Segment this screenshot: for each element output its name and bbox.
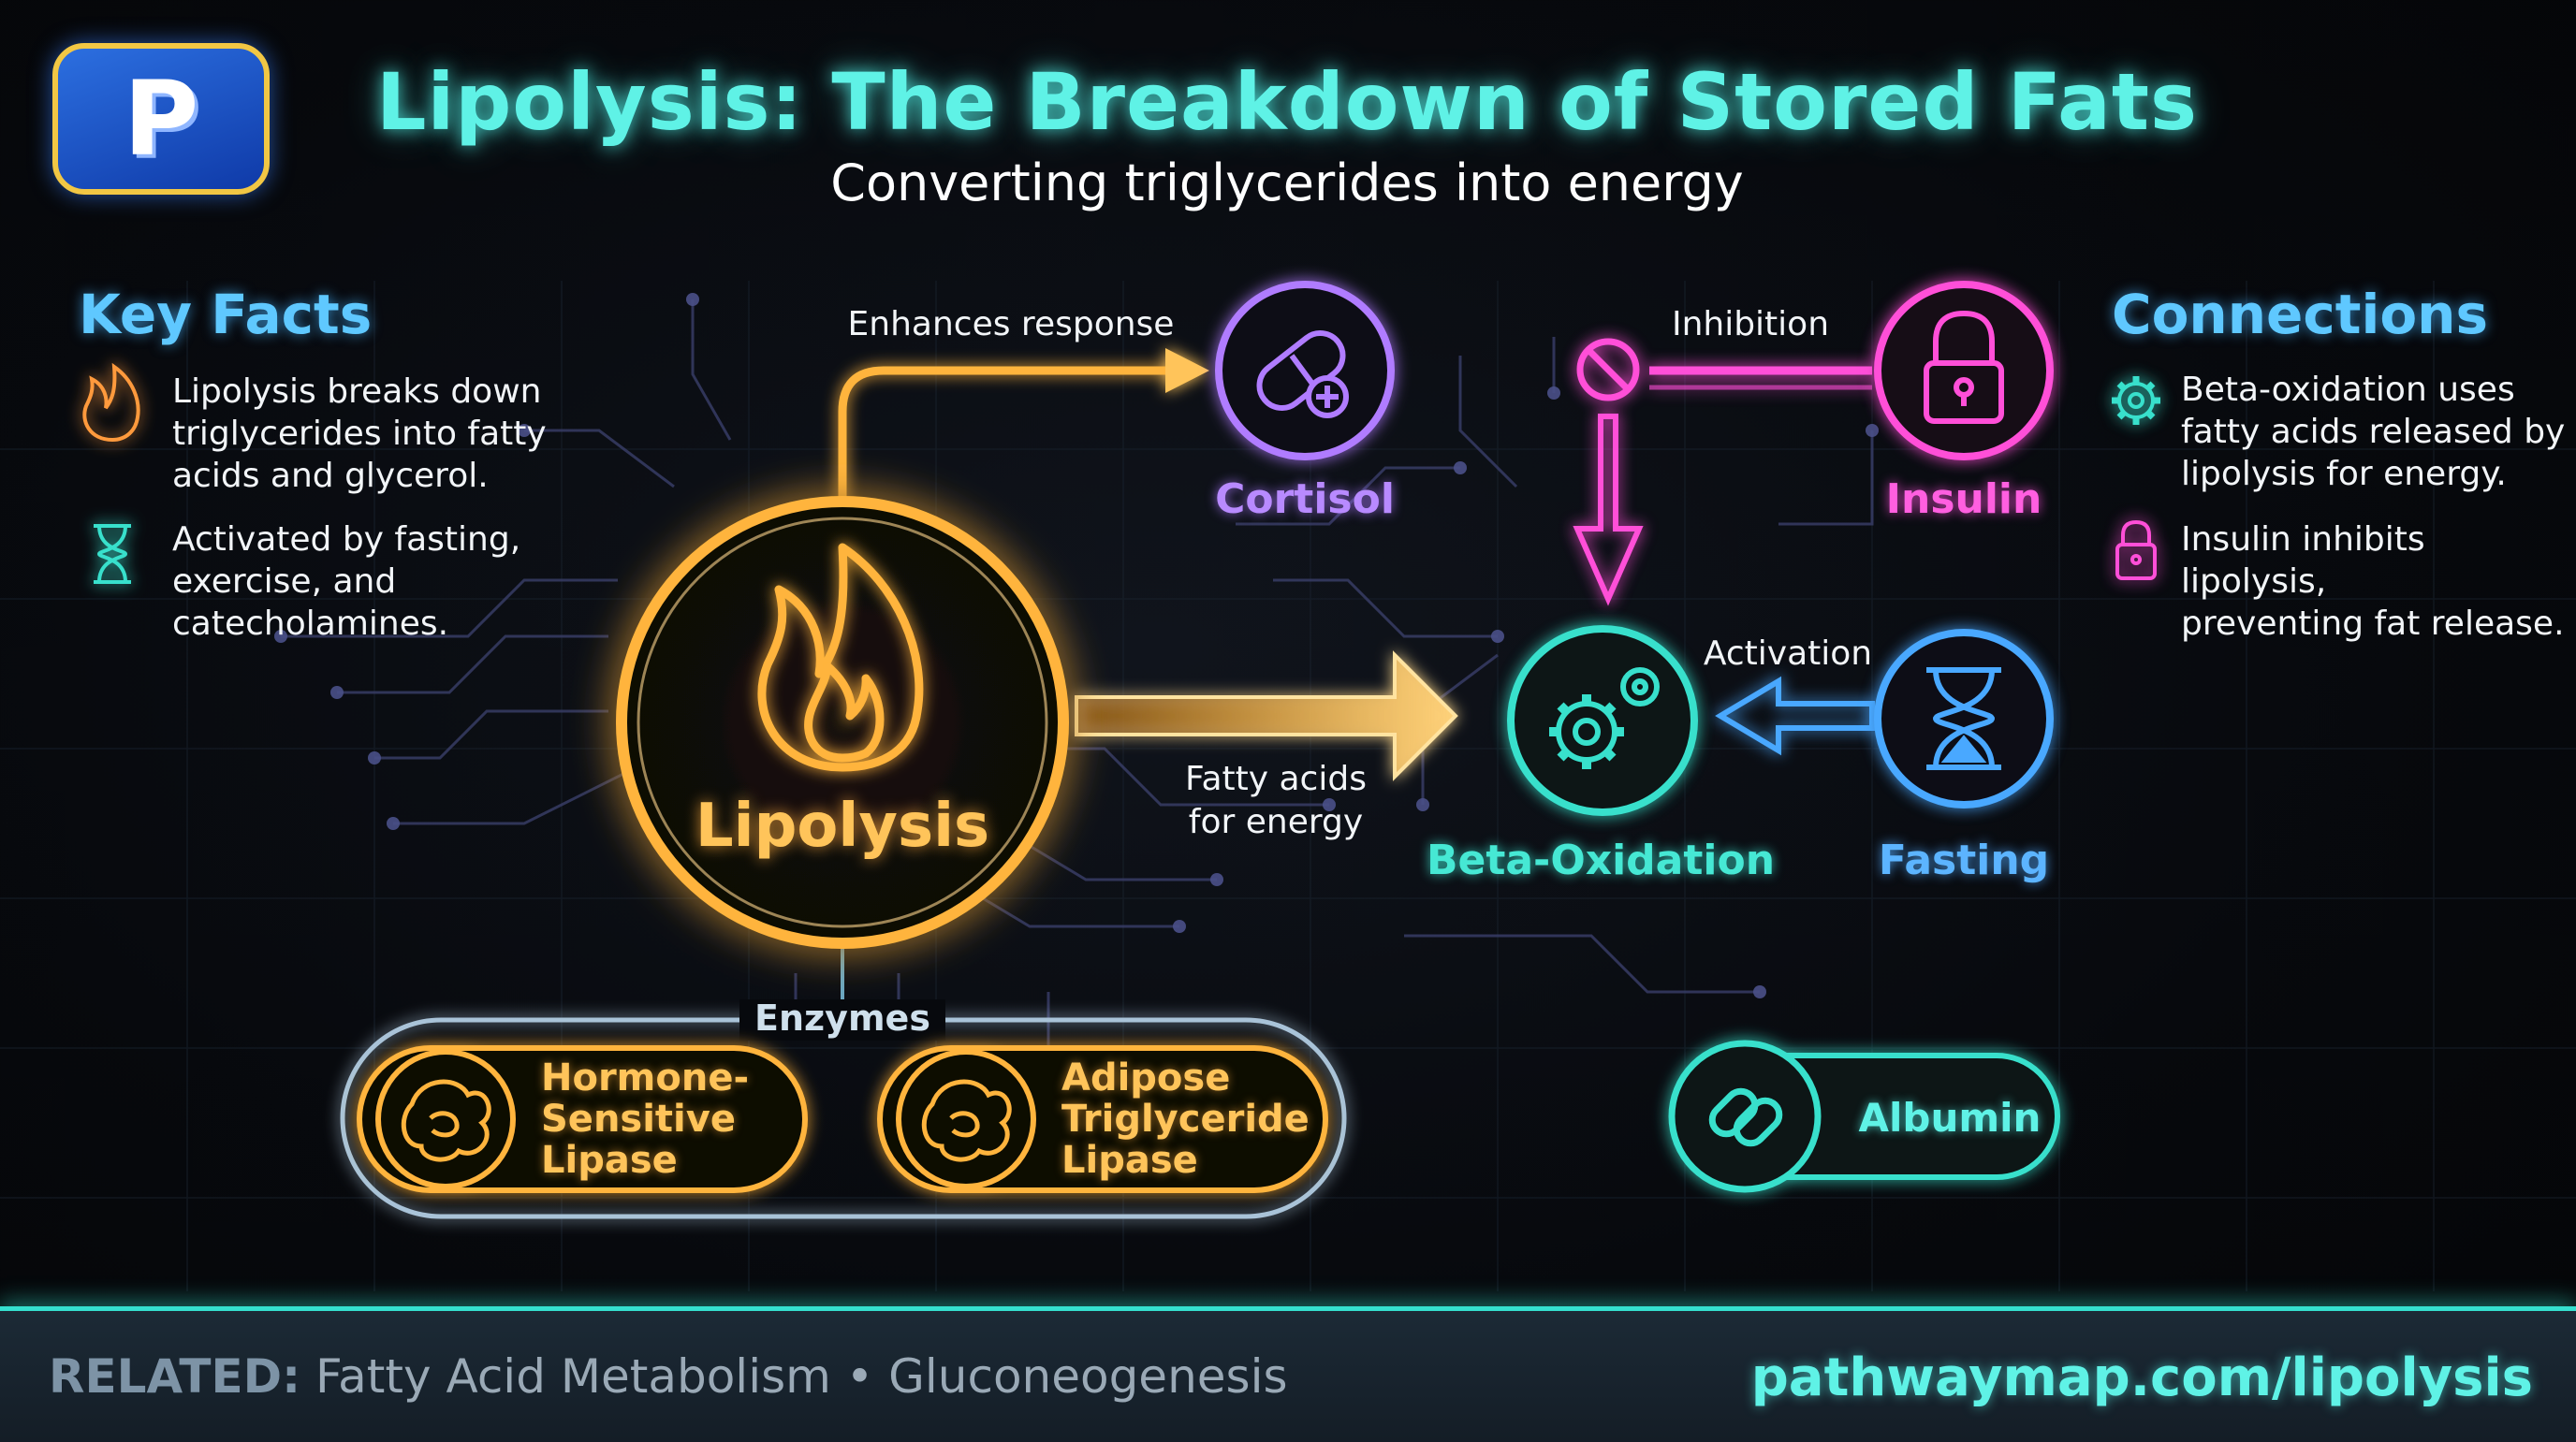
- enzyme-icon: [401, 1079, 491, 1162]
- edge-label-inhibition: Inhibition: [1671, 305, 1830, 343]
- lipolysis-node: [616, 496, 1069, 949]
- fasting-label: Fasting: [1878, 837, 2050, 884]
- enzyme-hsl-label: Hormone- Sensitive Lipase: [541, 1056, 750, 1182]
- albumin-pill: [1668, 1040, 2060, 1193]
- related-topics: RELATED: Fatty Acid Metabolism • Glucone…: [49, 1349, 1288, 1404]
- enzyme-pill-atgl: [877, 1045, 1328, 1193]
- enhances-arrow: [838, 348, 1209, 515]
- gear-icon: [2112, 376, 2160, 425]
- inhibition-arrow: [1573, 338, 1872, 606]
- fasting-node: [1874, 629, 2054, 808]
- key-facts-heading: Key Facts: [79, 283, 373, 346]
- key-fact-2: Activated by fasting, exercise, and cate…: [172, 520, 521, 643]
- related-label: RELATED:: [49, 1349, 301, 1404]
- page-title: Lipolysis: The Breakdown of Stored Fats: [375, 56, 2199, 148]
- connection-2: Insulin inhibits lipolysis, preventing f…: [2181, 520, 2565, 643]
- hourglass-icon: [1926, 667, 2001, 770]
- edge-label-activation: Activation: [1703, 634, 1873, 673]
- lock-icon: [1924, 310, 2004, 424]
- beta-oxidation-node: [1507, 625, 1698, 816]
- site-link[interactable]: pathwaymap.com/lipolysis: [1750, 1347, 2533, 1408]
- cortisol-label: Cortisol: [1215, 475, 1395, 523]
- pill-icon: [1256, 329, 1349, 418]
- enzyme-pill-hsl: [357, 1045, 808, 1193]
- cortisol-node: [1215, 281, 1395, 460]
- app-logo: P: [52, 43, 270, 195]
- hourglass-icon: [94, 524, 131, 584]
- related-links[interactable]: Fatty Acid Metabolism • Gluconeogenesis: [300, 1349, 1288, 1404]
- insulin-label: Insulin: [1885, 475, 2042, 523]
- activation-arrow: [1715, 676, 1875, 756]
- flame-icon: [757, 543, 924, 772]
- gears-icon: [1549, 667, 1660, 769]
- enzyme-icon: [921, 1079, 1012, 1162]
- flame-icon: [82, 362, 140, 443]
- edge-label-enhances: Enhances response: [847, 305, 1175, 343]
- connections-heading: Connections: [2112, 283, 2488, 346]
- enzymes-heading-bg: [739, 999, 945, 1041]
- lock-icon: [2115, 519, 2157, 580]
- logo-letter: P: [123, 59, 199, 179]
- beta-oxidation-label: Beta-Oxidation: [1426, 837, 1776, 884]
- footer-bar: [0, 1306, 2576, 1442]
- edge-label-fatty-acids: Fatty acids for energy: [1185, 760, 1367, 841]
- albumin-label: Albumin: [1858, 1095, 2042, 1141]
- insulin-node: [1874, 281, 2054, 460]
- chain-link-icon: [1708, 1087, 1783, 1147]
- connection-1: Beta-oxidation uses fatty acids released…: [2181, 371, 2566, 493]
- lipolysis-label: Lipolysis: [695, 792, 990, 861]
- enzyme-atgl-label: Adipose Triglyceride Lipase: [1061, 1056, 1310, 1182]
- page-subtitle: Converting triglycerides into energy: [830, 153, 1744, 212]
- fatty-acids-arrow: [1075, 650, 1458, 781]
- key-fact-1: Lipolysis breaks down triglycerides into…: [172, 372, 547, 495]
- enzymes-heading: Enzymes: [754, 998, 930, 1039]
